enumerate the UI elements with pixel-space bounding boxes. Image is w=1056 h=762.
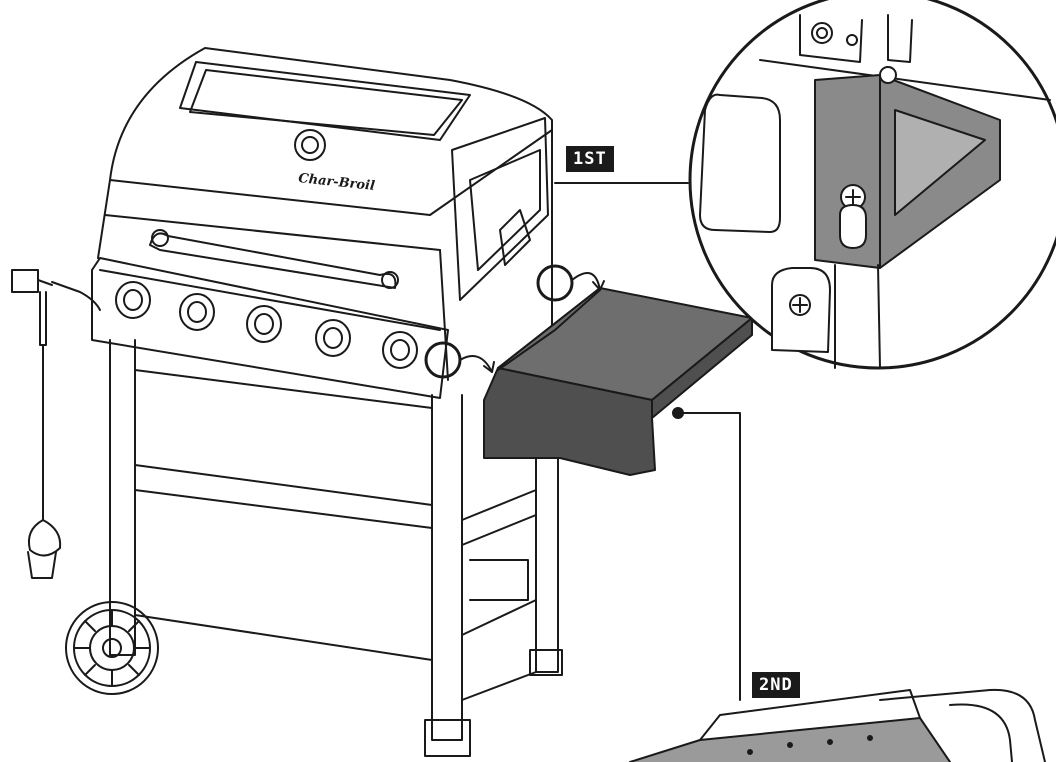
side-shelf — [483, 287, 753, 476]
wheel — [65, 601, 159, 695]
step-label-2nd: 2ND — [752, 672, 800, 698]
grill-lid — [97, 47, 553, 381]
attachment-point-lower — [424, 341, 495, 379]
thermometer-icon — [294, 129, 326, 161]
control-panel — [91, 257, 449, 399]
gas-regulator-hose — [11, 269, 101, 579]
magnified-detail — [688, 0, 1056, 370]
cart-frame — [109, 339, 563, 757]
control-knobs — [115, 281, 418, 369]
brand-logo: Char-Broil — [298, 171, 376, 194]
second-step-preview — [629, 688, 1046, 762]
leader-line-2nd — [672, 407, 741, 701]
attachment-point-upper — [536, 264, 605, 302]
step-label-1st: 1ST — [566, 146, 614, 172]
